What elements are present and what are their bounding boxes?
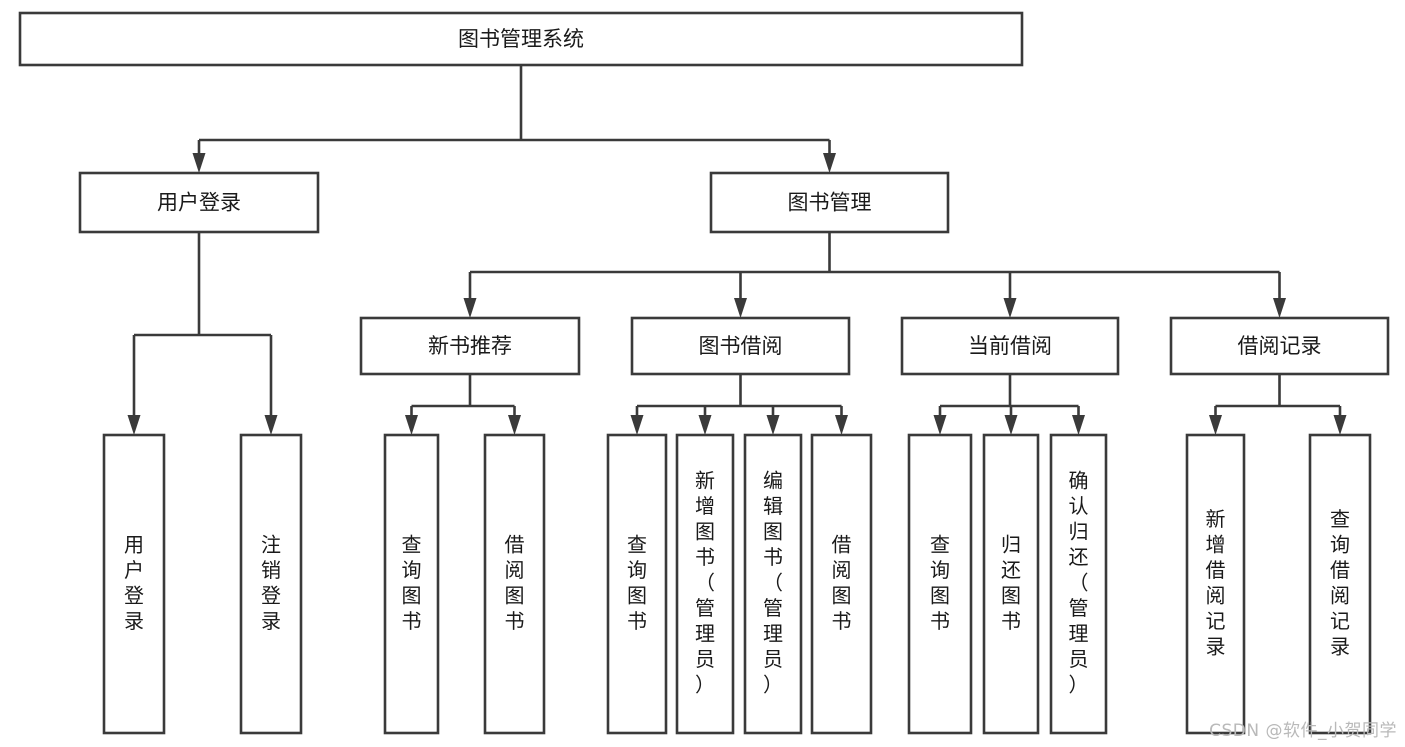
node-label-leaf-borrow-book-2: 借阅图书 bbox=[832, 532, 852, 633]
arrow-to-leaf-borrow-book-1-head bbox=[508, 415, 521, 435]
node-label-leaf-borrow-book-1: 借阅图书 bbox=[505, 532, 525, 633]
node-box-book-borrow[interactable] bbox=[630, 316, 851, 376]
node-box-leaf-query-book-3[interactable] bbox=[907, 433, 973, 735]
node-box-leaf-borrow-book-2[interactable] bbox=[810, 433, 873, 735]
node-box-leaf-user-login[interactable] bbox=[102, 433, 166, 735]
arrow-to-leaf-user-logout-head bbox=[264, 415, 278, 435]
arrow-to-current-borrow-head bbox=[1003, 298, 1017, 318]
arrow-to-leaf-add-book-head bbox=[698, 415, 712, 435]
arrow-to-leaf-query-record-head bbox=[1333, 415, 1347, 435]
arrow-to-leaf-query-book-2-head bbox=[630, 415, 644, 435]
node-label-book-borrow: 图书借阅 bbox=[699, 334, 783, 358]
arrow-to-book-borrow-head bbox=[734, 298, 747, 318]
node-label-user-login: 用户登录 bbox=[157, 191, 241, 215]
arrow-to-leaf-borrow-book-2-head bbox=[835, 415, 848, 435]
node-label-root: 图书管理系统 bbox=[458, 27, 584, 51]
arrow-to-leaf-edit-book-head bbox=[766, 415, 780, 435]
node-label-leaf-user-login: 用户登录 bbox=[124, 532, 144, 633]
node-box-leaf-edit-book[interactable] bbox=[743, 433, 803, 735]
node-label-new-book-recommend: 新书推荐 bbox=[428, 334, 512, 358]
arrow-to-leaf-user-login-head bbox=[127, 415, 141, 435]
node-label-leaf-query-book-1: 查询图书 bbox=[402, 532, 422, 633]
arrow-to-new-book-recommend-head bbox=[463, 298, 477, 318]
arrow-to-user-login-head bbox=[192, 153, 206, 173]
node-label-current-borrow: 当前借阅 bbox=[968, 334, 1052, 358]
node-label-leaf-query-book-2: 查询图书 bbox=[627, 532, 647, 633]
node-box-leaf-query-record[interactable] bbox=[1308, 433, 1372, 735]
arrow-to-leaf-return-book-head bbox=[1004, 415, 1018, 435]
node-label-leaf-add-record: 新增借阅记录 bbox=[1206, 507, 1226, 659]
node-label-leaf-query-record: 查询借阅记录 bbox=[1330, 507, 1350, 659]
node-label-leaf-user-logout: 注销登录 bbox=[261, 532, 281, 633]
arrow-to-leaf-query-book-1-head bbox=[405, 415, 418, 435]
node-label-book-manage: 图书管理 bbox=[788, 191, 872, 215]
arrow-to-leaf-query-book-3-head bbox=[933, 415, 947, 435]
node-box-leaf-confirm-return[interactable] bbox=[1049, 433, 1108, 735]
node-label-leaf-add-book: 新增图书（管理员） bbox=[695, 469, 715, 697]
node-box-leaf-add-book[interactable] bbox=[675, 433, 735, 735]
arrow-to-book-manage-head bbox=[823, 153, 836, 173]
node-box-leaf-add-record[interactable] bbox=[1185, 433, 1246, 735]
node-box-root[interactable] bbox=[18, 11, 1024, 67]
arrow-to-leaf-confirm-return-head bbox=[1072, 415, 1085, 435]
node-label-leaf-query-book-3: 查询图书 bbox=[930, 532, 950, 633]
node-label-borrow-record: 借阅记录 bbox=[1238, 334, 1322, 358]
arrow-to-leaf-add-record-head bbox=[1209, 415, 1222, 435]
arrow-to-borrow-record-head bbox=[1273, 298, 1286, 318]
node-box-book-manage[interactable] bbox=[709, 171, 950, 234]
csdn-watermark: CSDN @软件_小贺同学 bbox=[1209, 721, 1397, 741]
node-label-leaf-return-book: 归还图书 bbox=[1001, 532, 1021, 633]
node-box-leaf-user-logout[interactable] bbox=[239, 433, 303, 735]
node-label-leaf-confirm-return: 确认归还（管理员） bbox=[1069, 469, 1089, 697]
node-box-leaf-query-book-2[interactable] bbox=[606, 433, 668, 735]
node-label-leaf-edit-book: 编辑图书（管理员） bbox=[763, 469, 783, 697]
